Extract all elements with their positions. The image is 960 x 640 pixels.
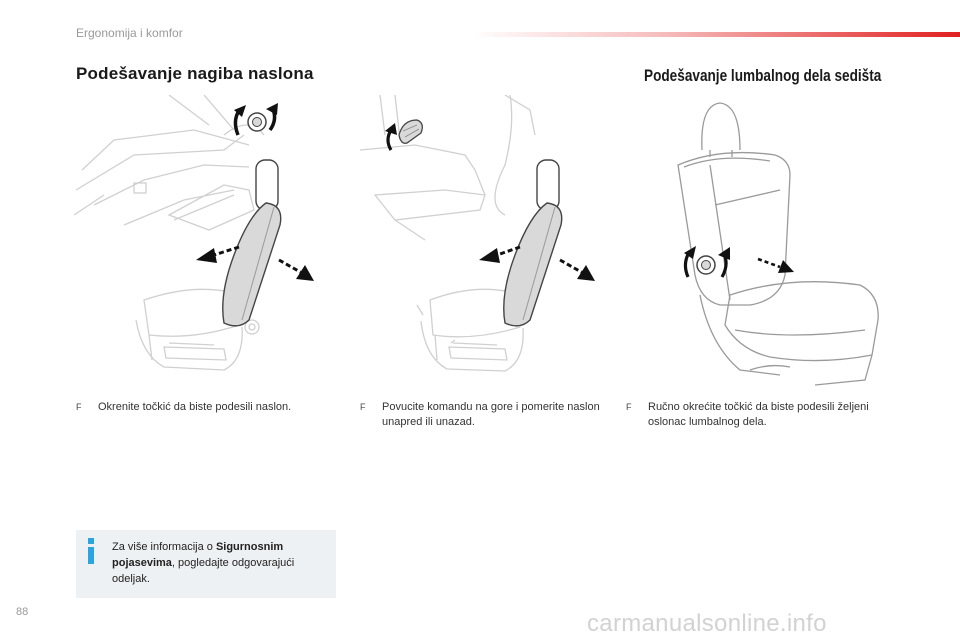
page-number: 88 xyxy=(16,606,29,618)
header-accent-line xyxy=(470,32,960,37)
step-lumbar-wheel: F Ručno okrećite točkić da biste podesil… xyxy=(626,400,886,430)
step-pull-lever: F Povucite komandu na gore i pomerite na… xyxy=(360,400,605,430)
bullet-marker: F xyxy=(626,402,632,412)
watermark: carmanualsonline.info xyxy=(587,610,827,637)
illustration-backrest-lever xyxy=(359,95,595,372)
bullet-marker: F xyxy=(360,402,366,412)
info-icon xyxy=(88,538,94,564)
heading-lumbar-support: Podešavanje lumbalnog dela sedišta xyxy=(644,66,882,85)
step-text: Ručno okrećite točkić da biste podesili … xyxy=(648,401,869,428)
step-rotate-wheel: F Okrenite točkić da biste podesili nasl… xyxy=(76,400,336,415)
illustration-backrest-wheel xyxy=(74,95,314,371)
info-text: Za više informacija o Sigurnosnim pojase… xyxy=(112,539,327,587)
heading-backrest-angle: Podešavanje nagiba naslona xyxy=(76,64,314,83)
step-text: Okrenite točkić da biste podesili naslon… xyxy=(98,401,292,413)
step-text: Povucite komandu na gore i pomerite nasl… xyxy=(382,401,600,428)
info-box xyxy=(76,530,336,598)
illustration-lumbar-wheel xyxy=(677,102,879,386)
info-text-prefix: Za više informacija o xyxy=(112,541,216,553)
info-text-suffix: , pogledajte odgovarajući odeljak. xyxy=(112,557,295,585)
bullet-marker: F xyxy=(76,402,82,412)
section-title: Ergonomija i komfor xyxy=(76,26,183,40)
info-link-seatbelts: Sigurnosnim pojasevima xyxy=(112,541,284,569)
